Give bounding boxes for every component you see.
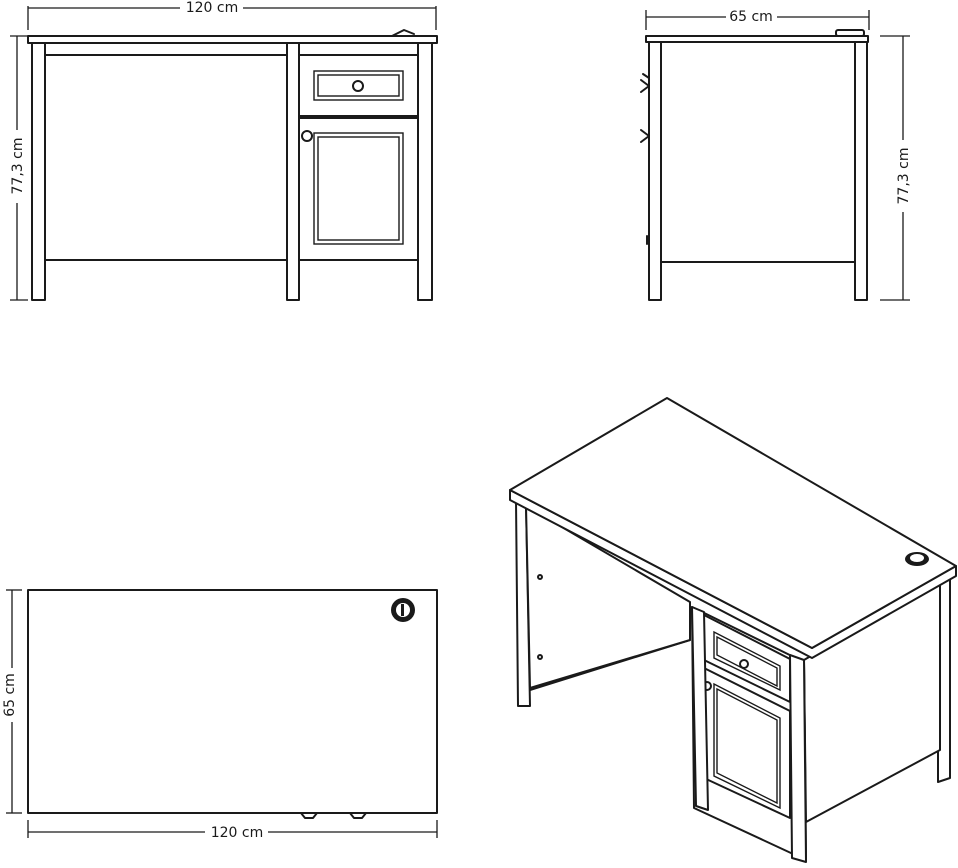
iso-left-side-panel xyxy=(525,505,691,689)
front-view: 120 cm 77,3 cm xyxy=(10,0,438,301)
front-door-panel xyxy=(313,132,404,245)
top-width-label: 120 cm xyxy=(211,825,264,841)
front-drawer-panel xyxy=(313,70,404,101)
side-view: 65 cm 77,3 cm xyxy=(640,8,912,301)
side-front-leg xyxy=(648,41,662,301)
front-drawer-knob xyxy=(352,80,364,92)
side-grommet xyxy=(835,29,865,37)
front-apron xyxy=(44,42,289,56)
side-height-label: 77,3 cm xyxy=(896,148,912,205)
side-drawer-knob xyxy=(640,73,650,93)
front-door-knob xyxy=(301,130,313,142)
side-depth-dimension: 65 cm xyxy=(645,8,870,30)
front-desktop xyxy=(27,35,438,44)
top-desktop xyxy=(27,589,438,814)
top-view: 65 cm 120 cm xyxy=(2,589,438,841)
front-middle-leg xyxy=(286,42,300,301)
top-depth-label: 65 cm xyxy=(2,673,18,717)
iso-middle-front-leg xyxy=(691,606,709,811)
top-width-dimension: 120 cm xyxy=(27,820,438,841)
top-door-knob xyxy=(300,812,318,819)
top-depth-dimension: 65 cm xyxy=(2,589,22,814)
isometric-view xyxy=(509,397,957,863)
front-width-dimension: 120 cm xyxy=(27,0,437,30)
side-desktop xyxy=(645,35,869,43)
iso-right-front-leg xyxy=(789,654,807,863)
front-right-leg xyxy=(417,42,433,301)
front-left-leg xyxy=(31,42,46,301)
side-back-leg xyxy=(854,41,868,301)
side-height-dimension: 77,3 cm xyxy=(880,35,912,301)
iso-desktop xyxy=(509,397,957,649)
side-depth-label: 65 cm xyxy=(729,9,773,25)
iso-drawer-knob xyxy=(739,659,749,669)
front-width-label: 120 cm xyxy=(186,0,239,16)
front-door xyxy=(298,117,419,261)
front-height-dimension: 77,3 cm xyxy=(10,35,28,301)
side-door-knob xyxy=(640,129,650,143)
front-grommet xyxy=(391,29,415,37)
top-drawer-knob xyxy=(349,812,367,819)
front-height-label: 77,3 cm xyxy=(10,138,26,195)
